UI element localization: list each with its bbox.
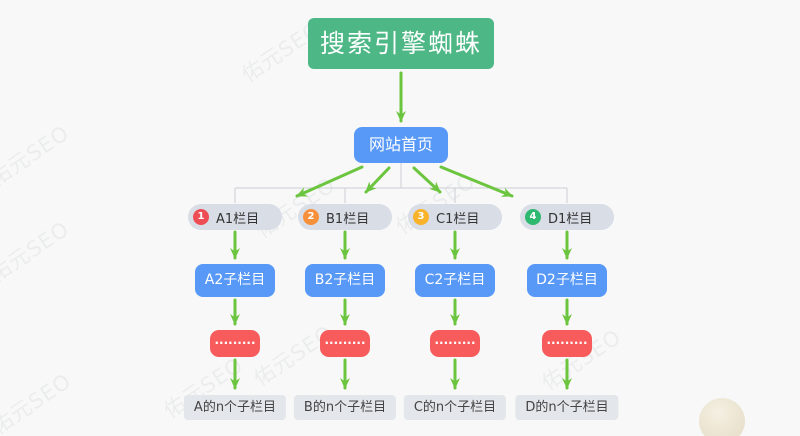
- badge-2-icon: 2: [303, 209, 319, 225]
- level1-node-d: 4 D1栏目: [520, 204, 614, 230]
- level2-node-b: B2子栏目: [305, 264, 385, 297]
- level1-label-d: D1栏目: [548, 211, 593, 227]
- leaf-node-c: C的n个子栏目: [403, 395, 507, 420]
- level2-node-c: C2子栏目: [415, 264, 495, 297]
- level2-node-a: A2子栏目: [195, 264, 275, 297]
- ellipsis-node-d: ·········: [542, 330, 592, 357]
- level1-label-b: B1栏目: [326, 211, 370, 227]
- badge-3-icon: 3: [413, 209, 429, 225]
- root-node: 搜索引擎蜘蛛: [308, 18, 494, 69]
- site-logo-badge: [699, 398, 745, 436]
- ellipsis-node-b: ·········: [320, 330, 370, 357]
- ellipsis-node-c: ·········: [430, 330, 480, 357]
- level2-node-d: D2子栏目: [527, 264, 607, 297]
- level1-node-c: 3 C1栏目: [408, 204, 502, 230]
- leaf-node-d: D的n个子栏目: [515, 395, 619, 420]
- badge-1-icon: 1: [193, 209, 209, 225]
- flow-arrows: [230, 71, 572, 390]
- homepage-node: 网站首页: [354, 127, 448, 163]
- badge-4-icon: 4: [525, 209, 541, 225]
- level1-node-a: 1 A1栏目: [188, 204, 282, 230]
- level1-label-c: C1栏目: [436, 211, 480, 227]
- ellipsis-node-a: ·········: [210, 330, 260, 357]
- tree-lines: [234, 163, 568, 203]
- leaf-node-a: A的n个子栏目: [183, 395, 287, 420]
- leaf-node-b: B的n个子栏目: [293, 395, 397, 420]
- level1-label-a: A1栏目: [216, 211, 260, 227]
- level1-node-b: 2 B1栏目: [298, 204, 392, 230]
